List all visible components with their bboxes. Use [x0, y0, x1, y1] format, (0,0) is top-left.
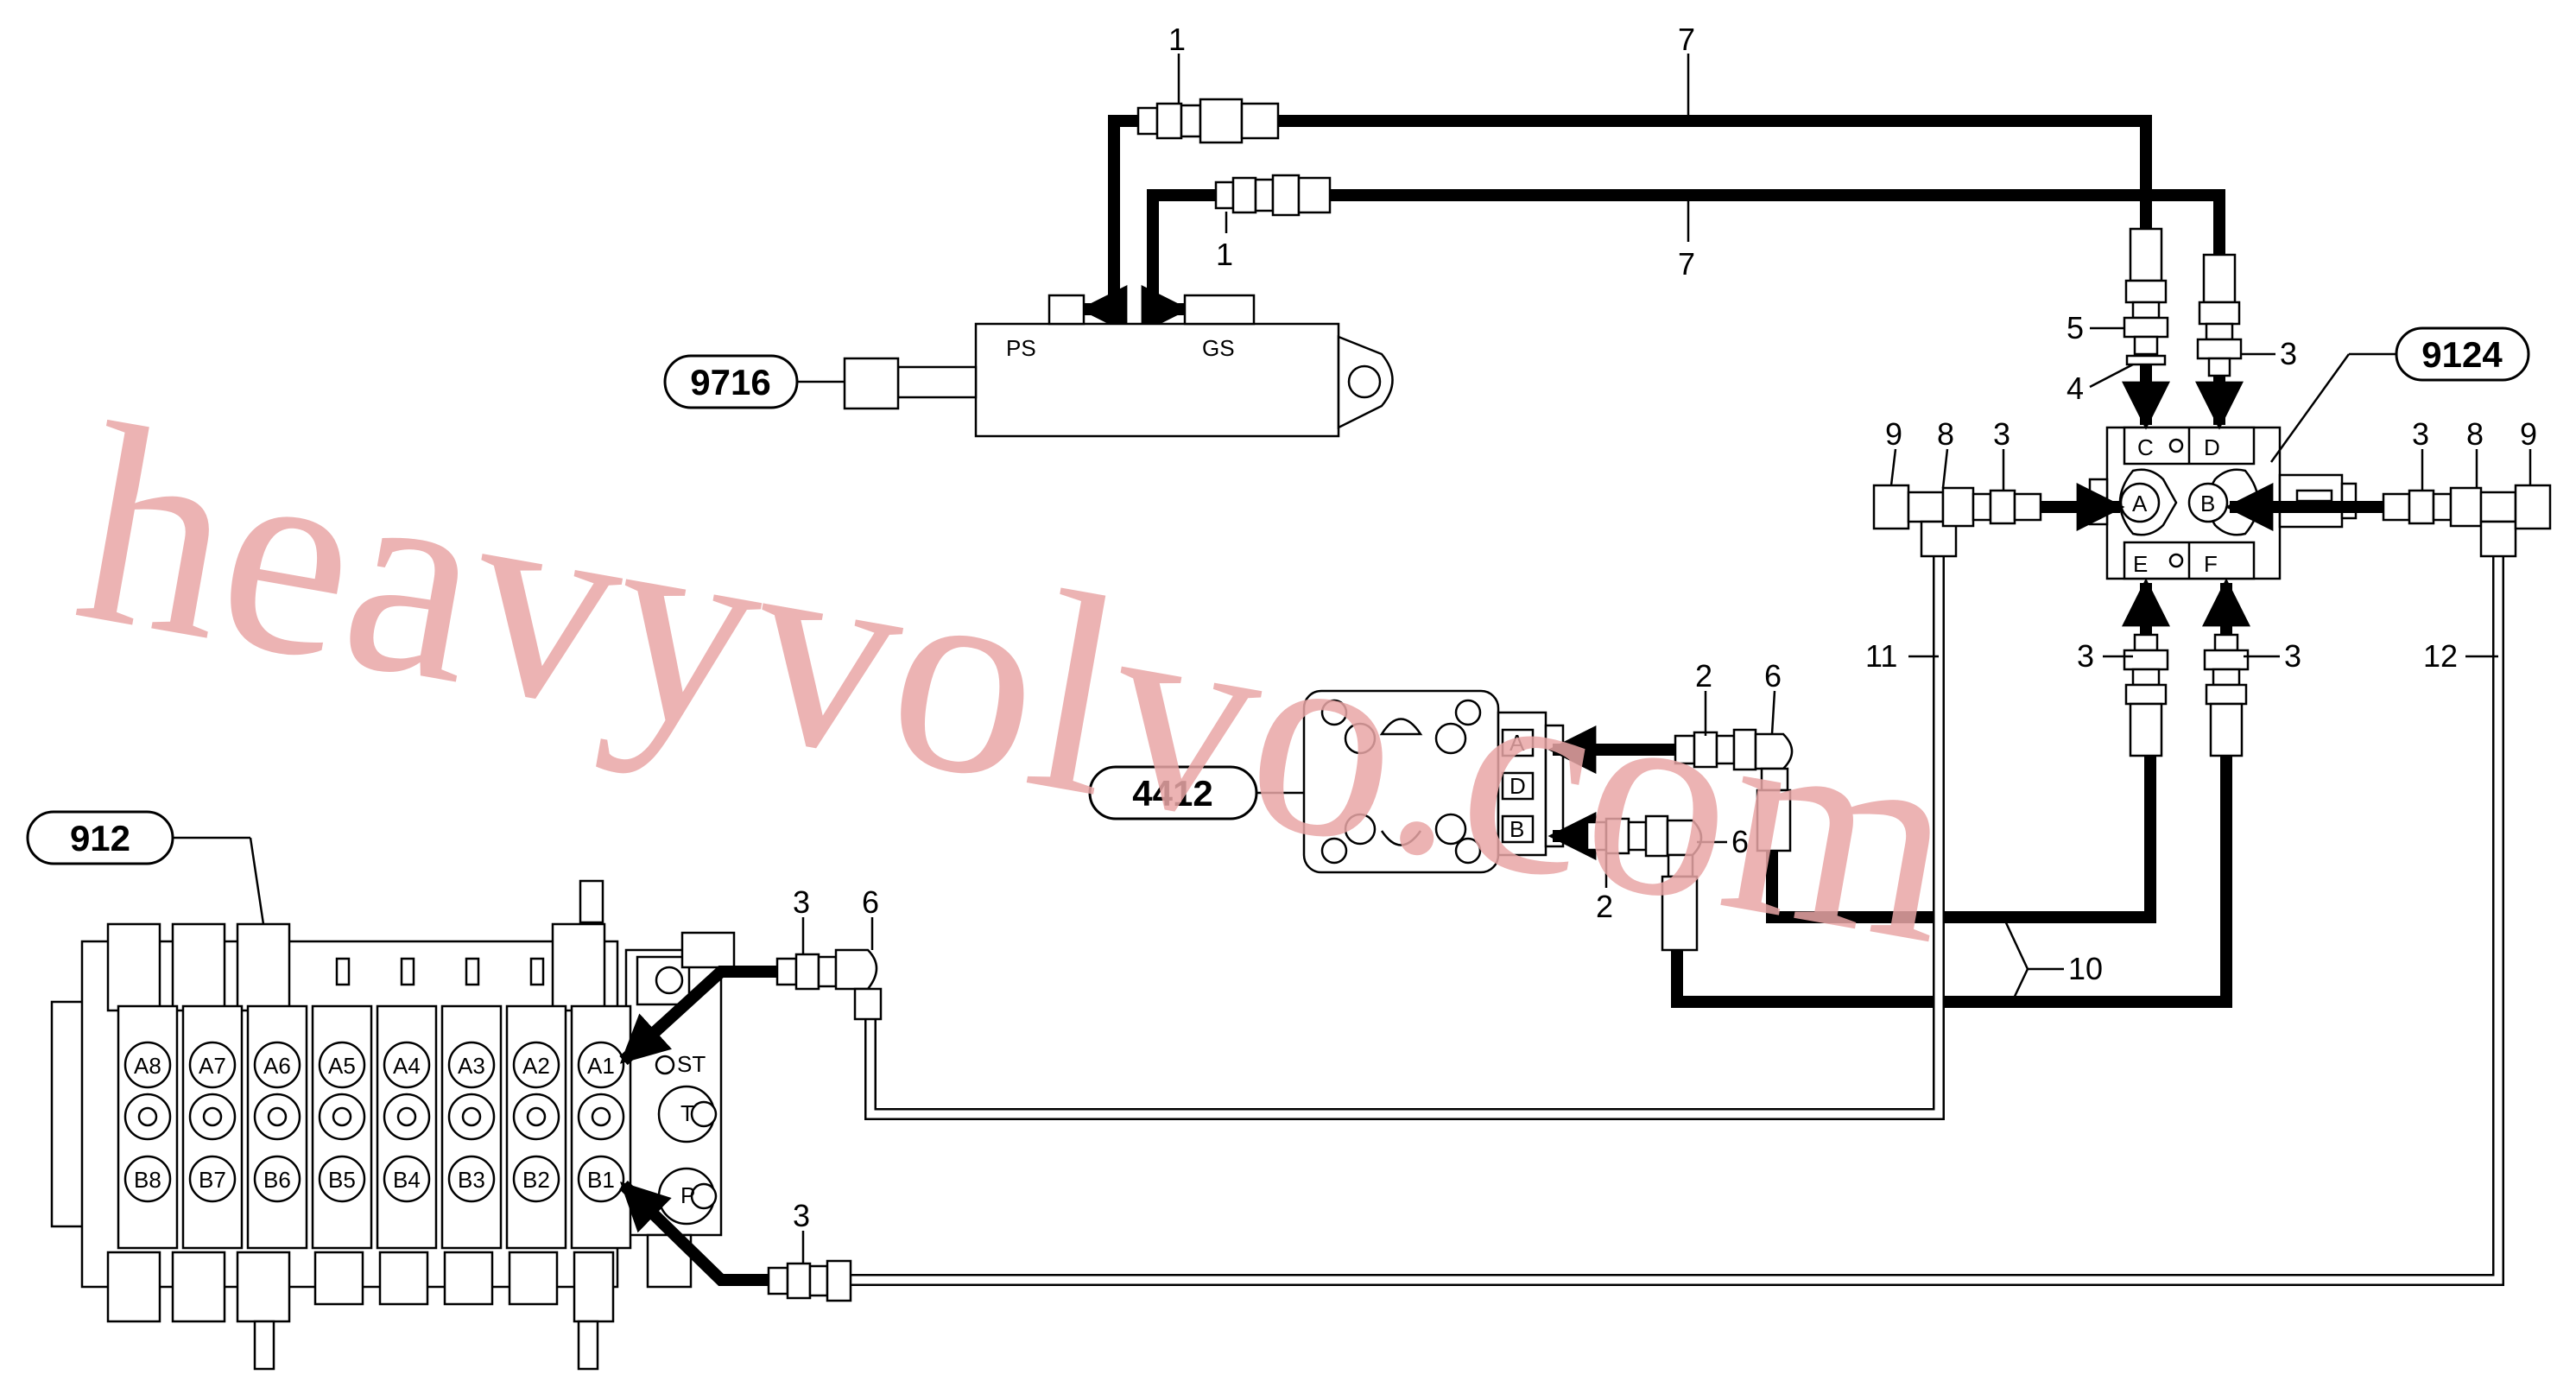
cv-port-a1: A1 [587, 1053, 615, 1079]
callout-9124-label: 9124 [2421, 334, 2503, 375]
port-d-label: D [2204, 434, 2220, 460]
cv-port-a4: A4 [393, 1053, 421, 1079]
item-5: 5 [2066, 310, 2084, 345]
cv-port-b6: B6 [263, 1167, 291, 1193]
item-3-right: 3 [2412, 416, 2429, 452]
cv-port-b5: B5 [328, 1167, 356, 1193]
motor-port-b-label: B [1510, 816, 1524, 842]
cv-port-a6: A6 [263, 1053, 291, 1079]
item-3-e: 3 [2077, 638, 2094, 674]
item-11: 11 [1865, 638, 1897, 674]
callout-912: 912 [26, 810, 174, 865]
hose-7-upper [1278, 115, 2152, 231]
cv-port-a2: A2 [522, 1053, 550, 1079]
valve-fitting-d [2195, 253, 2244, 430]
cv-section-6: A6 B6 [246, 1004, 308, 1250]
cv-t-label: T [680, 1100, 694, 1126]
cv-port-a5: A5 [328, 1053, 356, 1079]
cv-p-label: P [680, 1182, 695, 1208]
item-3-cv1: 3 [793, 884, 810, 920]
control-valve-sections: A8 B8 A7 B7 A6 B6 A5 B5 [117, 1004, 632, 1250]
item-8-right: 8 [2466, 416, 2484, 452]
cv-port-b7: B7 [199, 1167, 226, 1193]
callout-9124: 9124 [2395, 326, 2530, 382]
callout-9716: 9716 [663, 354, 799, 409]
cv-port-a7: A7 [199, 1053, 226, 1079]
callout-4412-label: 4412 [1132, 773, 1212, 814]
cv-section-8: A8 B8 [117, 1004, 179, 1250]
item-4: 4 [2066, 371, 2084, 406]
port-ps-label: PS [1006, 335, 1036, 361]
item-3-top: 3 [2280, 336, 2297, 371]
item-1-upper: 1 [1168, 22, 1186, 57]
cv-fitting-b1 [619, 1180, 852, 1302]
item-3-cv2: 3 [793, 1198, 810, 1233]
item-1-lower: 1 [1216, 237, 1233, 272]
item-2-a: 2 [1695, 658, 1712, 694]
item-9-right: 9 [2520, 416, 2537, 452]
hose-cylinder-ps [1079, 115, 1138, 333]
fitting-1-upper [1136, 98, 1280, 144]
pipe-12 [851, 557, 2504, 1286]
item-3-left: 3 [1993, 416, 2010, 452]
cv-section-7: A7 B7 [181, 1004, 244, 1250]
hose-cylinder-gs [1141, 189, 1216, 333]
cv-section-3: A3 B3 [440, 1004, 503, 1250]
valve-fitting-left [1872, 483, 2125, 558]
valve-fitting-e [2122, 578, 2170, 757]
cv-section-4: A4 B4 [376, 1004, 438, 1250]
item-2-b: 2 [1596, 889, 1613, 924]
cv-st-label: ST [677, 1051, 706, 1077]
item-3-f: 3 [2284, 638, 2301, 674]
motor-4412: A D B [1302, 689, 1565, 874]
cv-port-b8: B8 [134, 1167, 161, 1193]
item-numbers: 1 1 7 7 5 4 3 9 8 3 3 8 9 11 12 3 3 2 6 … [793, 22, 2537, 1233]
valve-fitting-c [2122, 227, 2170, 430]
fitting-1-lower [1214, 174, 1332, 217]
item-6-a: 6 [1764, 658, 1782, 694]
item-6-cv: 6 [862, 884, 879, 920]
item-8-left: 8 [1937, 416, 1954, 452]
cv-fitting-a1 [619, 948, 883, 1066]
cv-port-a8: A8 [134, 1053, 161, 1079]
cv-section-1: A1 B1 [570, 1004, 632, 1250]
port-b-label: B [2200, 491, 2215, 516]
cv-section-5: A5 B5 [311, 1004, 373, 1250]
leader-lines [173, 54, 2532, 1264]
item-12: 12 [2423, 638, 2458, 674]
hose-10-b [1671, 751, 2232, 1008]
port-e-label: E [2133, 551, 2148, 577]
callout-9716-label: 9716 [690, 362, 770, 402]
item-10: 10 [2068, 951, 2103, 986]
cv-port-b3: B3 [458, 1167, 485, 1193]
cv-section-2: A2 B2 [505, 1004, 567, 1250]
motor-port-d-label: D [1510, 773, 1526, 799]
cv-port-a3: A3 [458, 1053, 485, 1079]
hose-10-a [1766, 751, 2156, 923]
item-6-b: 6 [1731, 824, 1749, 859]
hose-7-lower [1330, 189, 2225, 257]
item-9-left: 9 [1885, 416, 1902, 452]
motor-fitting-a [1547, 725, 1794, 852]
callout-912-label: 912 [70, 818, 130, 858]
port-f-label: F [2204, 551, 2218, 577]
port-gs-label: GS [1202, 335, 1235, 361]
item-7-upper: 7 [1678, 22, 1695, 57]
cylinder-9716: PS GS [843, 294, 1394, 438]
item-7-lower: 7 [1678, 246, 1695, 282]
cv-port-b4: B4 [393, 1167, 421, 1193]
motor-fitting-b [1547, 812, 1703, 952]
motor-port-a-label: A [1510, 730, 1525, 756]
cv-port-b1: B1 [587, 1167, 615, 1193]
watermark: heavyvolvo.com [60, 364, 1977, 1004]
callout-4412: 4412 [1088, 765, 1258, 820]
pipe-11 [864, 557, 1945, 1120]
port-c-label: C [2137, 434, 2154, 460]
watermark-text: heavyvolvo.com [60, 364, 1977, 1004]
port-a-label: A [2132, 491, 2148, 516]
valve-fitting-f [2202, 578, 2250, 757]
cv-port-b2: B2 [522, 1167, 550, 1193]
